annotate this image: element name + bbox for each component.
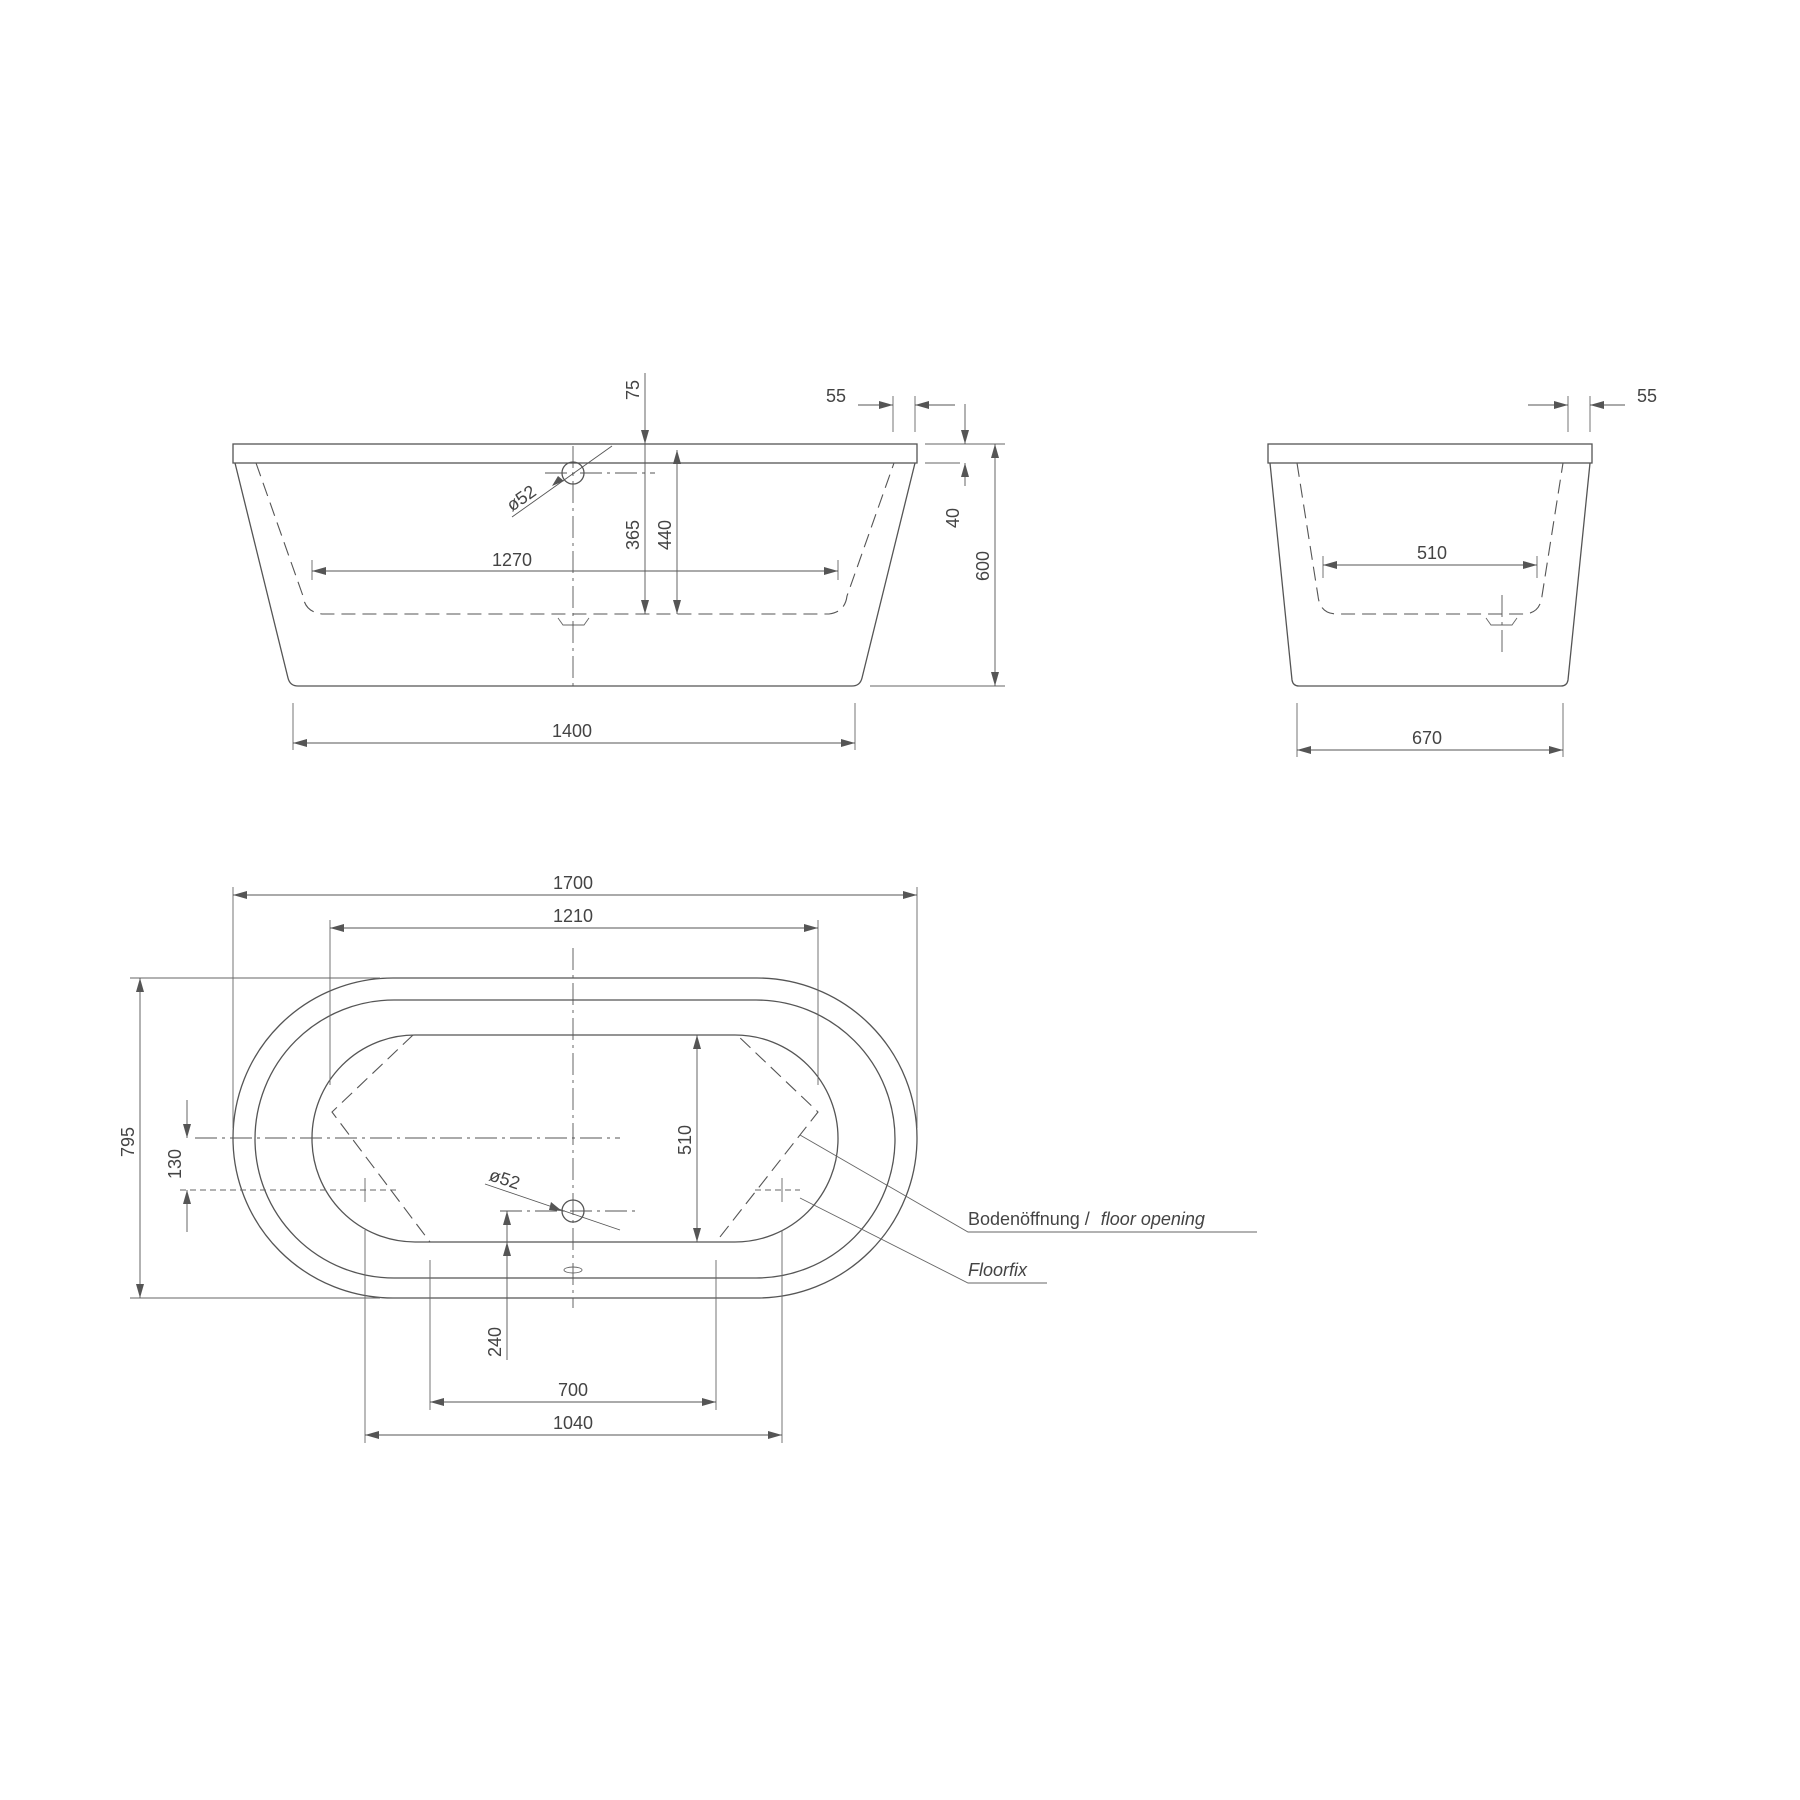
leader-floor-opening: Bodenöffnung / floor opening: [799, 1134, 1257, 1233]
front-tub-outline: [232, 443, 918, 687]
dim-55-front: 55: [826, 386, 955, 432]
dim-510-top-text: 510: [675, 1125, 695, 1155]
dim-diameter-front: ø52: [503, 445, 613, 518]
dim-670: 670: [1296, 703, 1564, 757]
dim-55-front-text: 55: [826, 386, 846, 406]
top-inner-rim: [254, 999, 896, 1279]
label-floor-opening-de: Bodenöffnung /: [968, 1209, 1090, 1229]
dim-130-text: 130: [165, 1149, 185, 1179]
dim-510-side: 510: [1322, 543, 1538, 578]
dim-130: 130: [165, 1100, 191, 1232]
dim-40-text: 40: [943, 508, 963, 528]
dim-1040-text: 1040: [553, 1413, 593, 1433]
dim-600-text: 600: [973, 551, 993, 581]
front-view: 75 365 440 ø52 1270: [232, 373, 1005, 750]
dim-510-side-text: 510: [1417, 543, 1447, 563]
top-drain: [500, 1199, 635, 1223]
label-floor-opening: Bodenöffnung / floor opening: [968, 1209, 1205, 1229]
dim-240: 240: [485, 1211, 511, 1360]
dim-75-text: 75: [623, 380, 643, 400]
dim-diameter-top-text: ø52: [487, 1165, 523, 1194]
dim-1210: 1210: [329, 906, 819, 1085]
dim-55-side: 55: [1528, 386, 1657, 432]
dim-240-text: 240: [485, 1327, 505, 1357]
dim-1270-text: 1270: [492, 550, 532, 570]
dim-1400-text: 1400: [552, 721, 592, 741]
dim-1270: 1270: [311, 550, 839, 580]
dim-1400: 1400: [292, 703, 856, 750]
top-floor-opening: [331, 1034, 819, 1243]
side-view: 55 510 670: [1267, 386, 1657, 757]
dim-365: 365: [623, 520, 643, 550]
top-overflow-mark: [563, 1266, 583, 1274]
top-basin: [311, 1034, 839, 1243]
dim-55-side-text: 55: [1637, 386, 1657, 406]
dim-670-text: 670: [1412, 728, 1442, 748]
top-centerlines: [195, 948, 620, 1308]
front-inner-basin: [255, 462, 895, 626]
dim-700-text: 700: [558, 1380, 588, 1400]
dim-510-top: 510: [675, 1035, 701, 1242]
front-overflow: [545, 446, 655, 690]
dim-40: 40: [925, 404, 1005, 528]
dim-diameter-front-text: ø52: [503, 481, 540, 515]
dim-795-text: 795: [118, 1127, 138, 1157]
top-floorfix-marks: [180, 1178, 800, 1202]
leader-floorfix: Floorfix: [799, 1197, 1047, 1284]
side-tub-outline: [1267, 443, 1593, 687]
label-floor-opening-en: floor opening: [1101, 1209, 1205, 1229]
top-view: 1700 1210 795 130: [118, 873, 1257, 1443]
label-floorfix: Floorfix: [968, 1260, 1028, 1280]
dim-700: 700: [429, 1260, 717, 1410]
dim-600: 600: [870, 444, 1005, 687]
dim-795: 795: [118, 977, 380, 1299]
side-inner-basin: [1296, 462, 1564, 655]
dim-440-text: 440: [655, 520, 675, 550]
dim-75: 75: [623, 373, 649, 614]
dim-1210-text: 1210: [553, 906, 593, 926]
dim-365-text: 365: [623, 520, 643, 550]
dim-440: 440: [655, 450, 681, 614]
dim-1700: 1700: [232, 873, 918, 1128]
dim-1700-text: 1700: [553, 873, 593, 893]
dim-1040: 1040: [364, 1230, 783, 1443]
